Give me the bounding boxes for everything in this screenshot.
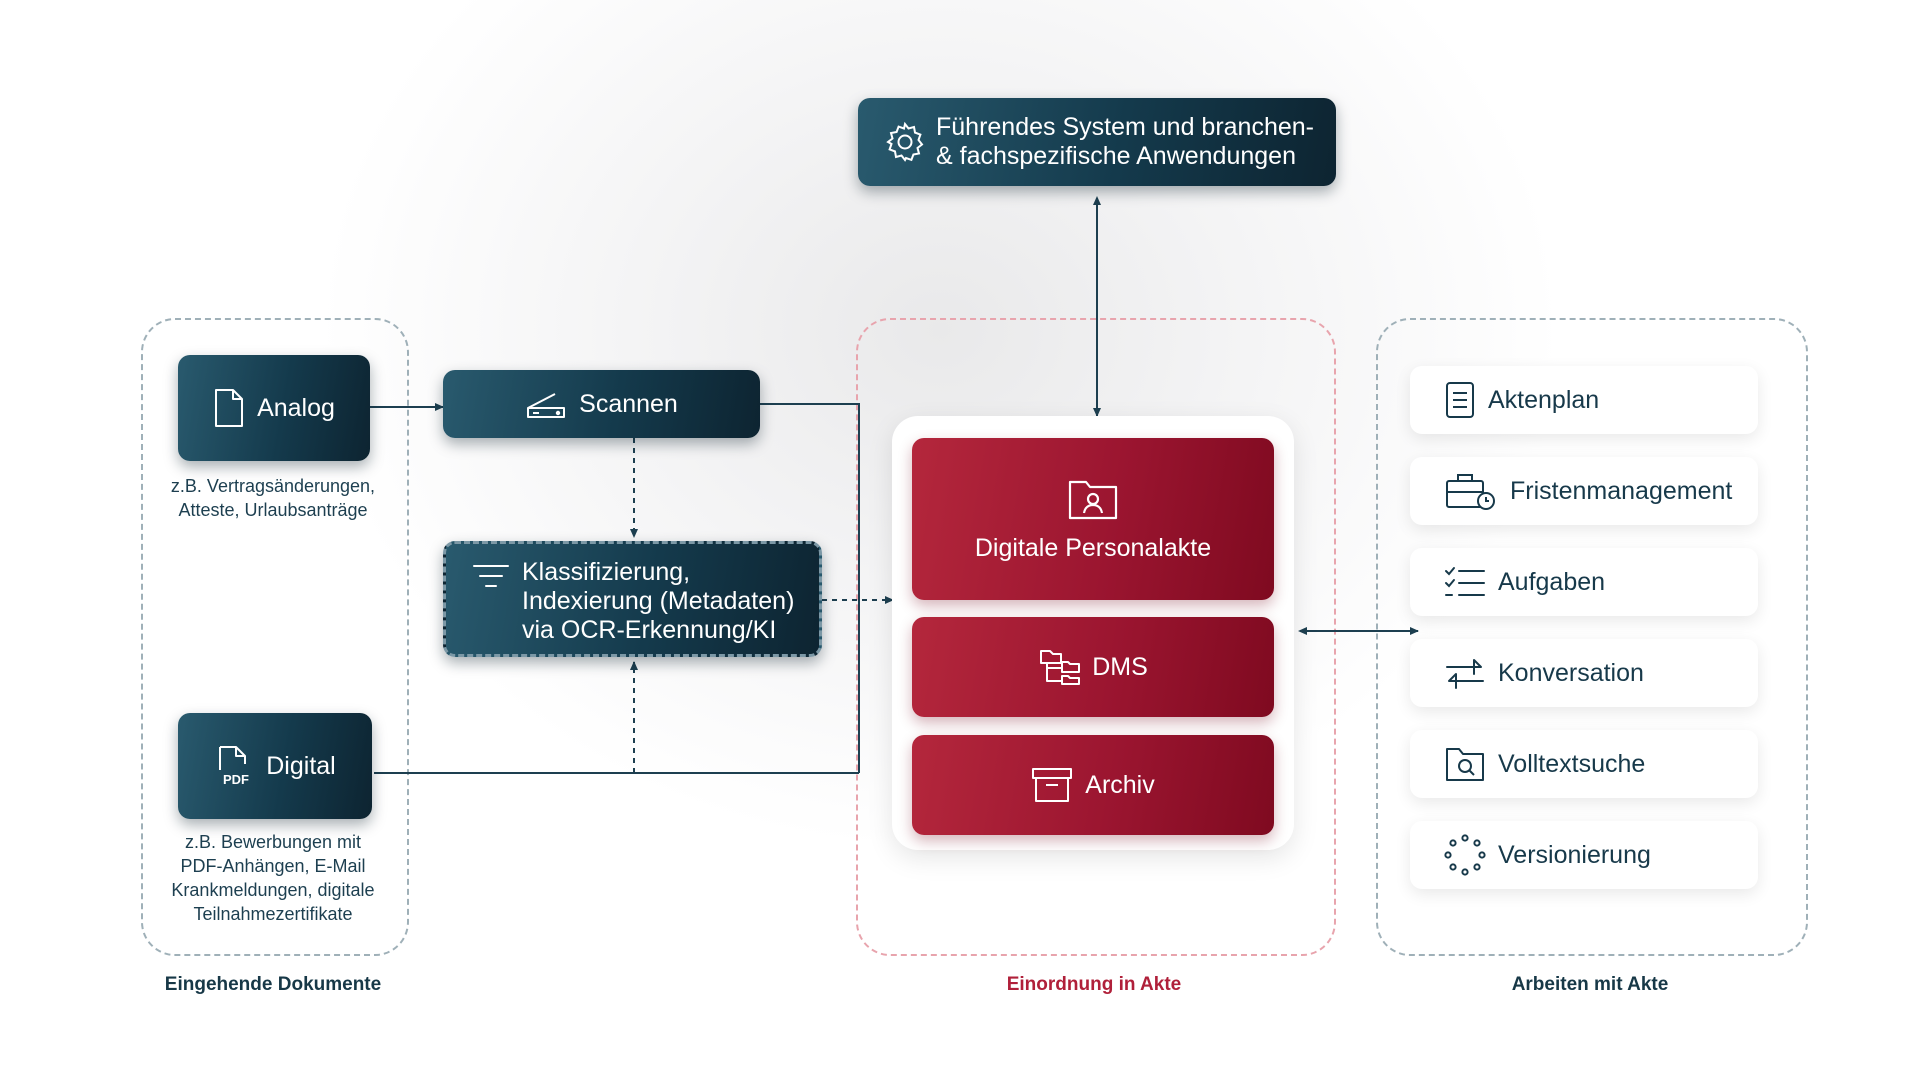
incoming-documents-group — [141, 318, 409, 956]
scan-box[interactable]: Scannen — [443, 370, 760, 438]
feature-label: Aktenplan — [1488, 385, 1600, 414]
folder-search-icon — [1444, 745, 1486, 783]
feature-label: Aufgaben — [1498, 567, 1606, 596]
person-folder-icon — [1067, 476, 1119, 522]
digital-caption-line: Teilnahmezertifikate — [193, 904, 353, 924]
filter-icon — [472, 562, 510, 592]
feature-fristenmanagement[interactable]: Fristenmanagement — [1410, 457, 1758, 525]
archive-box[interactable]: Archiv — [912, 735, 1274, 835]
digital-label: Digital — [266, 751, 336, 780]
exchange-arrows-icon — [1444, 655, 1486, 691]
pdf-icon-text: PDF — [223, 772, 249, 787]
section-label-incoming: Eingehende Dokumente — [164, 974, 382, 995]
dms-label: DMS — [1092, 652, 1148, 681]
digital-box[interactable]: PDF Digital — [178, 713, 372, 819]
line-scan-to-filing — [760, 403, 860, 773]
feature-konversation[interactable]: Konversation — [1410, 639, 1758, 707]
classification-box[interactable]: Klassifizierung, Indexierung (Metadaten)… — [443, 541, 822, 657]
leading-system-line2: & fachspezifische Anwendungen — [936, 142, 1296, 170]
dotted-circle-icon — [1444, 834, 1486, 876]
digital-caption-line: Krankmeldungen, digitale — [171, 880, 375, 900]
archive-box-icon — [1031, 766, 1073, 804]
feature-aktenplan[interactable]: Aktenplan — [1410, 366, 1758, 434]
leading-system-line1: Führendes System und branchen- — [936, 113, 1314, 141]
analog-caption-line: z.B. Vertragsänderungen, — [170, 476, 376, 496]
analog-caption-line: Atteste, Urlaubsanträge — [178, 500, 368, 520]
briefcase-clock-icon — [1444, 471, 1498, 511]
classification-line: Klassifizierung, — [522, 558, 691, 586]
personalakte-box[interactable]: Digitale Personalakte — [912, 438, 1274, 600]
gear-icon — [884, 121, 926, 163]
section-label-filing: Einordnung in Akte — [1006, 974, 1182, 995]
classification-line: Indexierung (Metadaten) — [522, 587, 795, 615]
folder-tree-icon — [1038, 648, 1082, 686]
scan-label: Scannen — [579, 389, 678, 418]
leading-system-box[interactable]: Führendes System und branchen- & fachspe… — [858, 98, 1336, 186]
digital-caption: z.B. Bewerbungen mit PDF-Anhängen, E-Mai… — [141, 830, 405, 926]
pdf-file-icon: PDF — [214, 744, 256, 788]
dms-box[interactable]: DMS — [912, 617, 1274, 717]
file-list-icon — [1444, 380, 1476, 420]
analog-label: Analog — [257, 393, 335, 422]
scanner-icon — [525, 388, 567, 420]
feature-versionierung[interactable]: Versionierung — [1410, 821, 1758, 889]
checklist-icon — [1444, 564, 1486, 600]
feature-aufgaben[interactable]: Aufgaben — [1410, 548, 1758, 616]
analog-box[interactable]: Analog — [178, 355, 370, 461]
section-label-working: Arbeiten mit Akte — [1511, 974, 1669, 995]
digital-caption-line: PDF-Anhängen, E-Mail — [180, 856, 366, 876]
feature-volltextsuche[interactable]: Volltextsuche — [1410, 730, 1758, 798]
working-group — [1376, 318, 1808, 956]
classification-line: via OCR-Erkennung/KI — [522, 616, 777, 644]
archive-label: Archiv — [1085, 770, 1155, 799]
document-icon — [213, 387, 245, 429]
feature-label: Versionierung — [1498, 840, 1651, 869]
analog-caption: z.B. Vertragsänderungen, Atteste, Urlaub… — [141, 474, 405, 522]
feature-label: Fristenmanagement — [1510, 476, 1733, 505]
feature-label: Volltextsuche — [1498, 749, 1646, 778]
digital-caption-line: z.B. Bewerbungen mit — [184, 832, 362, 852]
personalakte-label: Digitale Personalakte — [974, 533, 1212, 562]
feature-label: Konversation — [1498, 658, 1644, 687]
